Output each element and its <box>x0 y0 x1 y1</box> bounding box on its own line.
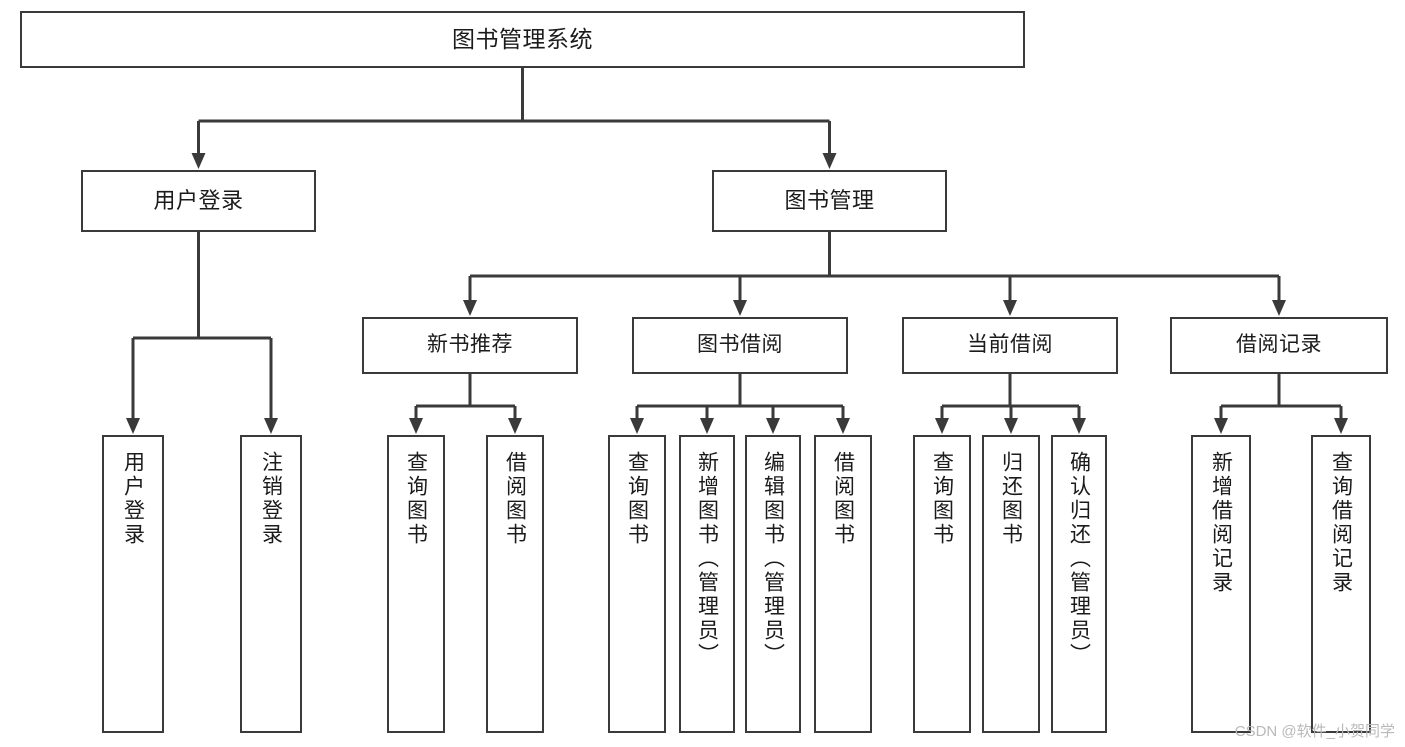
node-label: 借阅记录 <box>1236 333 1322 357</box>
node-label: 图书借阅 <box>697 333 783 357</box>
node-leaf-cur-query-book[interactable]: 查询图书 <box>913 435 971 733</box>
node-current-borrow[interactable]: 当前借阅 <box>902 317 1118 374</box>
node-new-book-recommend[interactable]: 新书推荐 <box>362 317 578 374</box>
node-leaf-borrow-query-book[interactable]: 查询图书 <box>608 435 666 733</box>
node-label: 查询借阅记录 <box>1329 451 1353 595</box>
node-leaf-user-logout[interactable]: 注销登录 <box>240 435 302 733</box>
node-leaf-cur-confirm-return[interactable]: 确认归还（管理员） <box>1051 435 1107 733</box>
node-label: 查询图书 <box>930 451 954 547</box>
node-label: 图书管理系统 <box>452 25 593 52</box>
node-leaf-rec-borrow-book[interactable]: 借阅图书 <box>486 435 544 733</box>
node-label: 用户登录 <box>121 451 145 547</box>
node-leaf-user-login[interactable]: 用户登录 <box>102 435 164 733</box>
node-book-borrow[interactable]: 图书借阅 <box>632 317 848 374</box>
node-leaf-cur-return-book[interactable]: 归还图书 <box>982 435 1040 733</box>
node-user-login[interactable]: 用户登录 <box>81 170 316 232</box>
node-borrow-record[interactable]: 借阅记录 <box>1170 317 1388 374</box>
node-leaf-rec-query-book[interactable]: 查询图书 <box>387 435 445 733</box>
node-leaf-borrow-borrow-book[interactable]: 借阅图书 <box>814 435 872 733</box>
node-label: 当前借阅 <box>967 333 1053 357</box>
node-label: 归还图书 <box>999 451 1023 547</box>
node-label: 确认归还（管理员） <box>1067 451 1091 667</box>
node-label: 注销登录 <box>259 451 283 547</box>
node-label: 查询图书 <box>404 451 428 547</box>
node-label: 查询图书 <box>625 451 649 547</box>
node-leaf-borrow-add-book[interactable]: 新增图书（管理员） <box>679 435 735 733</box>
node-label: 新增借阅记录 <box>1209 451 1233 595</box>
node-label: 借阅图书 <box>503 451 527 547</box>
node-label: 编辑图书（管理员） <box>761 451 785 667</box>
watermark-label: CSDN @软件_小贺同学 <box>1234 723 1395 740</box>
node-leaf-rec-query-record[interactable]: 查询借阅记录 <box>1311 435 1371 733</box>
node-leaf-borrow-edit-book[interactable]: 编辑图书（管理员） <box>745 435 801 733</box>
node-label: 新增图书（管理员） <box>695 451 719 667</box>
node-root-root[interactable]: 图书管理系统 <box>20 11 1025 68</box>
node-book-manage[interactable]: 图书管理 <box>712 170 947 232</box>
node-label: 用户登录 <box>153 188 244 214</box>
node-label: 图书管理 <box>784 188 875 214</box>
node-label: 借阅图书 <box>831 451 855 547</box>
node-leaf-rec-add-record[interactable]: 新增借阅记录 <box>1191 435 1251 733</box>
node-label: 新书推荐 <box>427 333 513 357</box>
